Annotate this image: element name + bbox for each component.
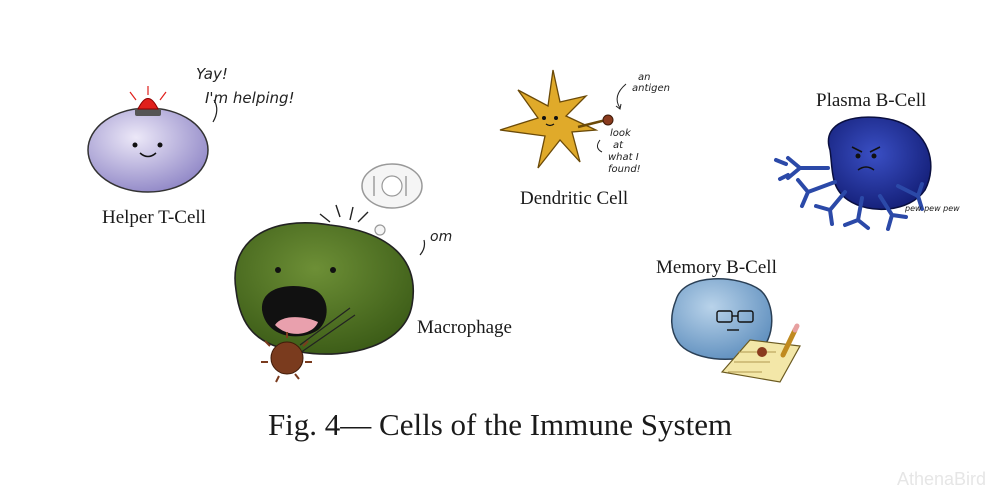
plasma-b-cell	[774, 116, 932, 231]
macrophage-sound: om	[430, 229, 453, 245]
macrophage-cell	[234, 163, 426, 383]
antigen-note-line1: an	[638, 72, 651, 83]
antigen-note-line2: antigen	[632, 83, 671, 94]
plasma-b-sound: pew pew pew	[905, 204, 960, 213]
memory-b-cell	[671, 278, 801, 383]
helper-t-cell-label: Helper T-Cell	[102, 207, 206, 228]
figure-caption: Fig. 4— Cells of the Immune System	[267, 407, 733, 442]
found-note-line1: look	[610, 128, 631, 139]
memory-b-cell-label: Memory B-Cell	[656, 257, 777, 278]
dendritic-cell-label: Dendritic Cell	[520, 188, 629, 209]
macrophage-label: Macrophage	[417, 317, 512, 338]
dendritic-cell	[499, 69, 627, 169]
found-note-line4: found!	[608, 164, 641, 175]
found-note-line3: what I	[608, 152, 639, 163]
plasma-b-cell-label: Plasma B-Cell	[816, 90, 927, 111]
helper-t-speech-line1: Yay!	[196, 65, 228, 83]
watermark: AthenaBird	[896, 469, 986, 489]
helper-t-speech-line2: I'm helping!	[205, 89, 295, 107]
found-note-line2: at	[613, 140, 624, 151]
helper-t-cell	[87, 86, 218, 193]
